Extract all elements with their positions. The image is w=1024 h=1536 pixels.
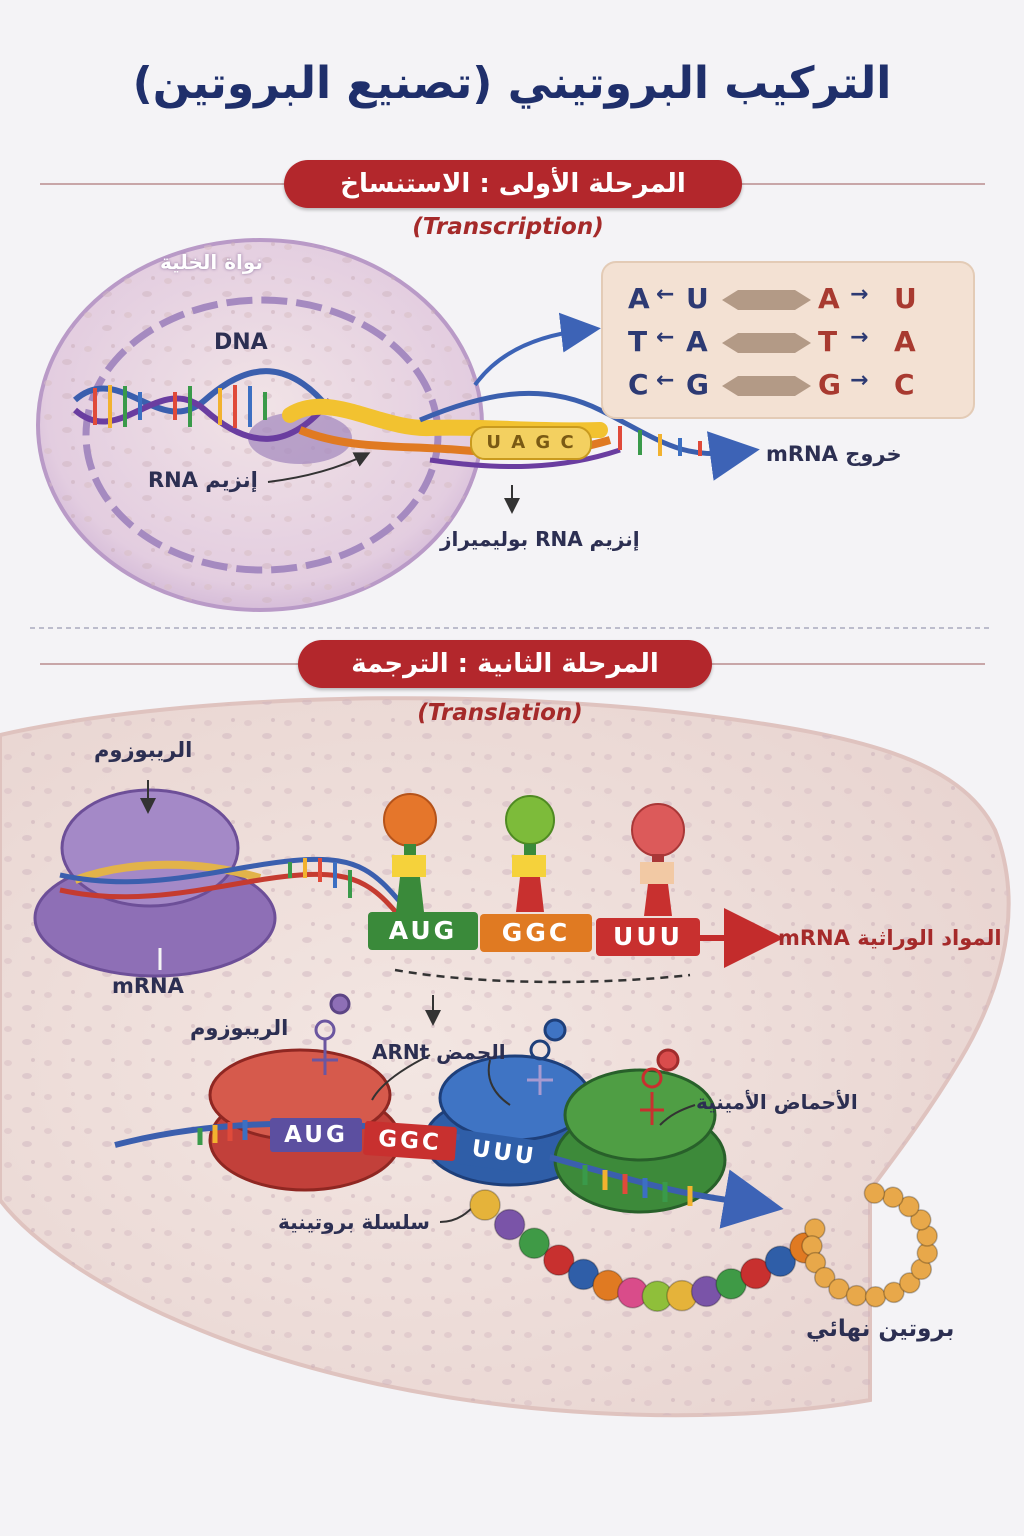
pair-2-left-a: T	[628, 325, 648, 358]
pair-3-right-b: C	[894, 368, 915, 401]
chain-label: سلسلة بروتينية	[278, 1210, 430, 1234]
codon-bottom-1: AUG	[270, 1118, 362, 1152]
protein-bead	[898, 1195, 920, 1218]
stage2-subtitle: (Translation)	[417, 700, 583, 726]
pair-2-right-a: T	[818, 325, 838, 358]
mrna-label: mRNA	[112, 974, 184, 998]
protein-bead	[828, 1278, 850, 1300]
protein-bead	[469, 1189, 501, 1221]
protein-bead	[883, 1281, 905, 1304]
codon-top-3: UUU	[596, 918, 700, 956]
pair-row-2: T ← A T → A	[628, 325, 948, 361]
protein-bead	[764, 1245, 797, 1278]
stage1-subtitle: (Transcription)	[412, 214, 604, 240]
protein-bead	[493, 1208, 526, 1241]
pair-row-3: C ← G G → C	[628, 368, 948, 404]
genetic-material-label: المواد الوراثية mRNA	[778, 926, 1002, 950]
stage2-banner: المرحلة الثانية : الترجمة	[298, 640, 712, 688]
amino-acids-label: الأحماض الأمينية	[696, 1090, 858, 1114]
protein-bead	[543, 1244, 575, 1276]
pair-1-right-b: U	[894, 282, 917, 315]
arrow-right-icon: →	[850, 325, 869, 350]
arrow-left-icon: ←	[656, 368, 675, 393]
pair-2-left-b: A	[686, 325, 708, 358]
protein-bead	[863, 1182, 886, 1204]
arrow-right-icon: →	[850, 282, 869, 307]
arrow-left-icon: ←	[656, 325, 675, 350]
protein-bead	[910, 1209, 932, 1231]
final-protein-label: بروتين نهائي	[806, 1316, 955, 1342]
protein-bead	[804, 1251, 827, 1274]
pair-row-1: A ← U A → U	[628, 282, 948, 318]
protein-bead	[740, 1257, 772, 1290]
stage1-banner: المرحلة الأولى : الاستنساخ	[284, 160, 742, 208]
bubble-bases: U A G C	[470, 426, 592, 460]
codon-bottom-2: GGC	[362, 1120, 458, 1162]
pair-1-right-a: A	[818, 282, 840, 315]
pair-1-left-a: A	[628, 282, 650, 315]
protein-bead	[882, 1186, 904, 1208]
protein-bead	[864, 1286, 887, 1308]
rna-enzyme-label: إنزيم RNA	[148, 468, 258, 492]
polymerase-label: إنزيم RNA بوليميراز	[440, 527, 640, 551]
pair-1-left-b: U	[686, 282, 709, 315]
arrow-left-icon: ←	[656, 282, 675, 307]
arrow-right-icon: →	[850, 368, 869, 393]
pair-3-left-a: C	[628, 368, 649, 401]
ribosome-label-bottom: الريبوزوم	[190, 1016, 289, 1040]
protein-bead	[845, 1284, 868, 1307]
nucleus-label: نواة الخلية	[160, 250, 263, 274]
pair-3-left-b: G	[686, 368, 709, 401]
trna-label: الحمض ARNt	[372, 1040, 506, 1064]
pair-2-right-b: A	[894, 325, 916, 358]
codon-top-2: GGC	[480, 914, 592, 952]
protein-bead	[813, 1266, 836, 1289]
pair-3-right-a: G	[818, 368, 841, 401]
page-title: التركيب البروتيني (تصنيع البروتين)	[132, 58, 892, 109]
mrna-exit-label: خروج mRNA	[766, 442, 902, 466]
protein-bead	[898, 1272, 921, 1294]
protein-bead	[518, 1227, 550, 1260]
codon-top-1: AUG	[368, 912, 478, 950]
dna-label: DNA	[214, 330, 268, 355]
ribosome-label-top: الريبوزوم	[94, 738, 193, 762]
